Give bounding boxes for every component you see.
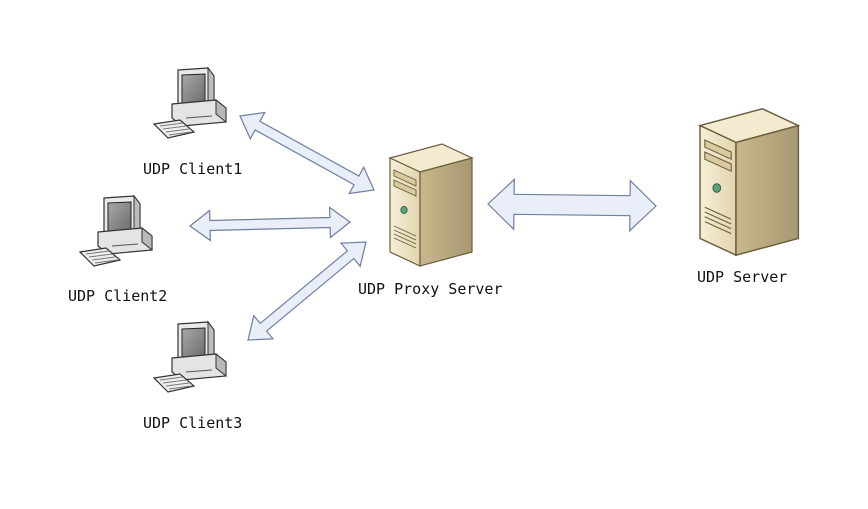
proxy-server-icon [389, 143, 473, 267]
connection-arrows [189, 111, 657, 341]
proxy-server-label: UDP Proxy Server [358, 280, 503, 298]
client2-computer-icon [79, 195, 153, 267]
arrow-client1-proxy [239, 111, 375, 195]
client1-computer-icon [153, 67, 227, 139]
udp-server-label: UDP Server [697, 268, 788, 286]
client2-label: UDP Client2 [68, 287, 168, 305]
arrow-client3-proxy [247, 241, 367, 341]
udp-server-icon [699, 108, 800, 256]
client1-label: UDP Client1 [143, 160, 243, 178]
arrow-proxy-server [487, 177, 657, 233]
client3-computer-icon [153, 321, 227, 393]
client3-label: UDP Client3 [143, 414, 243, 432]
arrow-client2-proxy [189, 206, 351, 242]
